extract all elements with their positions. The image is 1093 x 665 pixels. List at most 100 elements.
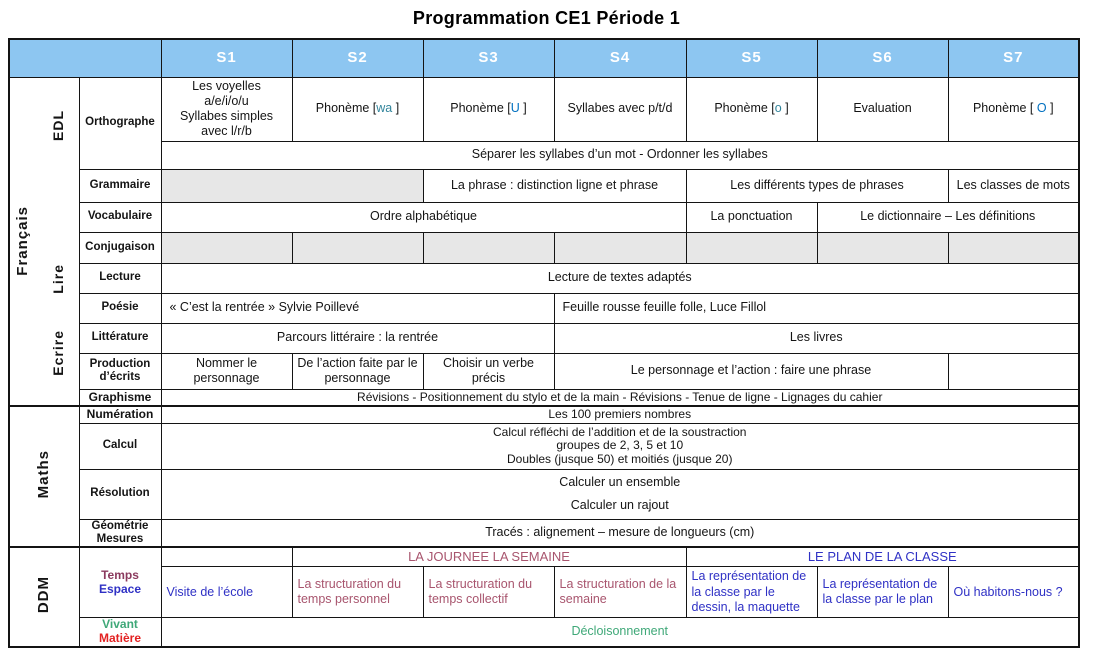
row-label-temps-espace: Temps Espace [78,545,162,619]
cell-temps-s5: La représentation de la classe par le de… [685,566,818,619]
cell-temps-s7: Où habitons-nous ? [947,566,1080,619]
row-poesie: Poésie « C’est la rentrée » Sylvie Poill… [9,292,1080,324]
cell-conjugaison-s2 [291,231,424,264]
cell-litterature-parcours: Parcours littéraire : la rentrée [160,322,555,354]
row-litterature: Littérature Parcours littéraire : la ren… [9,322,1080,354]
cell-temps-s4: La structuration de la semaine [553,566,687,619]
row-conjugaison: Conjugaison [9,231,1080,264]
header-row: S1 S2 S3 S4 S5 S6 S7 [8,38,1080,78]
cell-orthographe-s1: Les voyelles a/e/i/o/u Syllabes simples … [160,76,293,142]
cell-grammaire-types: Les différents types de phrases [685,168,949,203]
corner-cell [8,38,162,78]
cell-conjugaison-s6 [816,231,949,264]
cell-poesie-feuille: Feuille rousse feuille folle, Luce Fillo… [553,292,1080,324]
cell-conjugaison-s7 [947,231,1080,264]
cell-temps-s1: Visite de l’école [160,566,293,619]
row-resolution: Résolution Calculer un ensemble Calculer… [9,468,1080,520]
week-header-s6: S6 [816,38,949,78]
section-label-francais: Français [14,206,31,277]
cell-vocabulaire-dictionnaire: Le dictionnaire – Les définitions [816,201,1080,233]
cell-resolution: Calculer un ensemble Calculer un rajout [160,468,1080,520]
week-header-s5: S5 [685,38,818,78]
cell-vocabulaire-ordre: Ordre alphabétique [160,201,687,233]
cell-production-s1: Nommer le personnage [160,352,293,390]
cell-orthographe-s5: Phonème [o ] [685,76,818,142]
row-label-conjugaison: Conjugaison [78,231,162,264]
row-vocabulaire: Vocabulaire Ordre alphabétique La ponctu… [9,201,1080,233]
cell-conjugaison-s1 [160,231,293,264]
subsection-label-lire: Lire [50,263,67,294]
row-numeration: Maths Numération Les 100 premiers nombre… [8,405,1080,548]
cell-poesie-rentree: « C’est la rentrée » Sylvie Poillevé [160,292,555,324]
row-label-resolution: Résolution [78,468,162,520]
row-label-poesie: Poésie [78,292,162,324]
section-label-maths: Maths [35,450,53,499]
row-orthographe: Français EDL Lire Ecrire Orthographe Les… [8,76,1080,407]
cell-conjugaison-s4 [553,231,687,264]
cell-grammaire-phrase: La phrase : distinction ligne et phrase [422,168,687,203]
row-label-grammaire: Grammaire [78,168,162,203]
programmation-table: S1 S2 S3 S4 S5 S6 S7 Français EDL Lire E… [8,38,1080,648]
cell-orthographe-s6: Evaluation [816,76,949,142]
week-header-s4: S4 [553,38,687,78]
row-lecture: Lecture Lecture de textes adaptés [9,262,1080,294]
cell-orthographe-s3: Phonème [U ] [422,76,555,142]
row-geometrie: Géométrie Mesures Tracés : alignement – … [9,518,1080,548]
row-temps-header: DDM Temps Espace LA JOURNEE LA SEMAINE L… [8,545,1080,648]
cell-orthographe-syllabes: Séparer les syllabes d’un mot - Ordonner… [160,140,1080,170]
cell-temps-header-empty [160,545,293,568]
row-label-lecture: Lecture [78,262,162,294]
cell-vocabulaire-ponctuation: La ponctuation [685,201,818,233]
subsection-label-ecrire: Ecrire [50,329,67,376]
cell-orthographe-s7: Phonème [ O ] [947,76,1080,142]
cell-production-s7 [947,352,1080,390]
subsection-label-edl: EDL [50,109,67,141]
section-label-ddm: DDM [35,576,53,614]
row-calcul: Calcul Calcul réfléchi de l’addition et … [9,422,1080,470]
row-graphisme: Graphisme Révisions - Positionnement du … [9,388,1080,407]
cell-orthographe-s2: Phonème [wa ] [291,76,424,142]
cell-calcul: Calcul réfléchi de l’addition et de la s… [160,422,1080,470]
page-title: Programmation CE1 Période 1 [412,8,681,28]
row-production: Production d’écrits Nommer le personnage… [9,352,1080,390]
row-label-numeration: Numération [78,405,162,424]
row-label-litterature: Littérature [78,322,162,354]
cell-production-personnage: Le personnage et l’action : faire une ph… [553,352,949,390]
section-ddm: DDM [8,545,80,648]
row-label-vivant-matiere: Vivant Matière [78,617,162,648]
week-header-s2: S2 [291,38,424,78]
cell-temps-s6: La représentation de la classe par le pl… [816,566,949,619]
cell-temps-s3: La structuration du temps collectif [422,566,555,619]
week-header-s1: S1 [160,38,293,78]
row-vivant-matiere: Vivant Matière Décloisonnement [9,617,1080,648]
cell-numeration: Les 100 premiers nombres [160,405,1080,424]
row-label-graphisme: Graphisme [78,388,162,407]
cell-header-plan-classe: LE PLAN DE LA CLASSE [685,545,1080,568]
cell-production-s2: De l’action faite par le personnage [291,352,424,390]
week-header-s3: S3 [422,38,555,78]
row-temps-main: Visite de l’école La structuration du te… [9,566,1080,619]
cell-header-journee-semaine: LA JOURNEE LA SEMAINE [291,545,687,568]
cell-decloisonnement: Décloisonnement [160,617,1080,648]
cell-grammaire-classes: Les classes de mots [947,168,1080,203]
cell-conjugaison-s3 [422,231,555,264]
row-label-orthographe: Orthographe [78,76,162,170]
cell-orthographe-s4: Syllabes avec p/t/d [553,76,687,142]
cell-lecture: Lecture de textes adaptés [160,262,1080,294]
week-header-s7: S7 [947,38,1080,78]
cell-conjugaison-s5 [685,231,818,264]
cell-temps-s2: La structuration du temps personnel [291,566,424,619]
cell-geometrie: Tracés : alignement – mesure de longueur… [160,518,1080,548]
row-label-vocabulaire: Vocabulaire [78,201,162,233]
cell-graphisme: Révisions - Positionnement du stylo et d… [160,388,1080,407]
row-orthographe-sub: Séparer les syllabes d’un mot - Ordonner… [9,140,1080,170]
cell-litterature-livres: Les livres [553,322,1080,354]
cell-production-s3: Choisir un verbe précis [422,352,555,390]
row-label-calcul: Calcul [78,422,162,470]
cell-grammaire-empty [160,168,424,203]
section-francais: Français EDL Lire Ecrire [8,76,80,407]
section-maths: Maths [8,405,80,548]
row-grammaire: Grammaire La phrase : distinction ligne … [9,168,1080,203]
row-label-production: Production d’écrits [78,352,162,390]
row-label-geometrie: Géométrie Mesures [78,518,162,548]
